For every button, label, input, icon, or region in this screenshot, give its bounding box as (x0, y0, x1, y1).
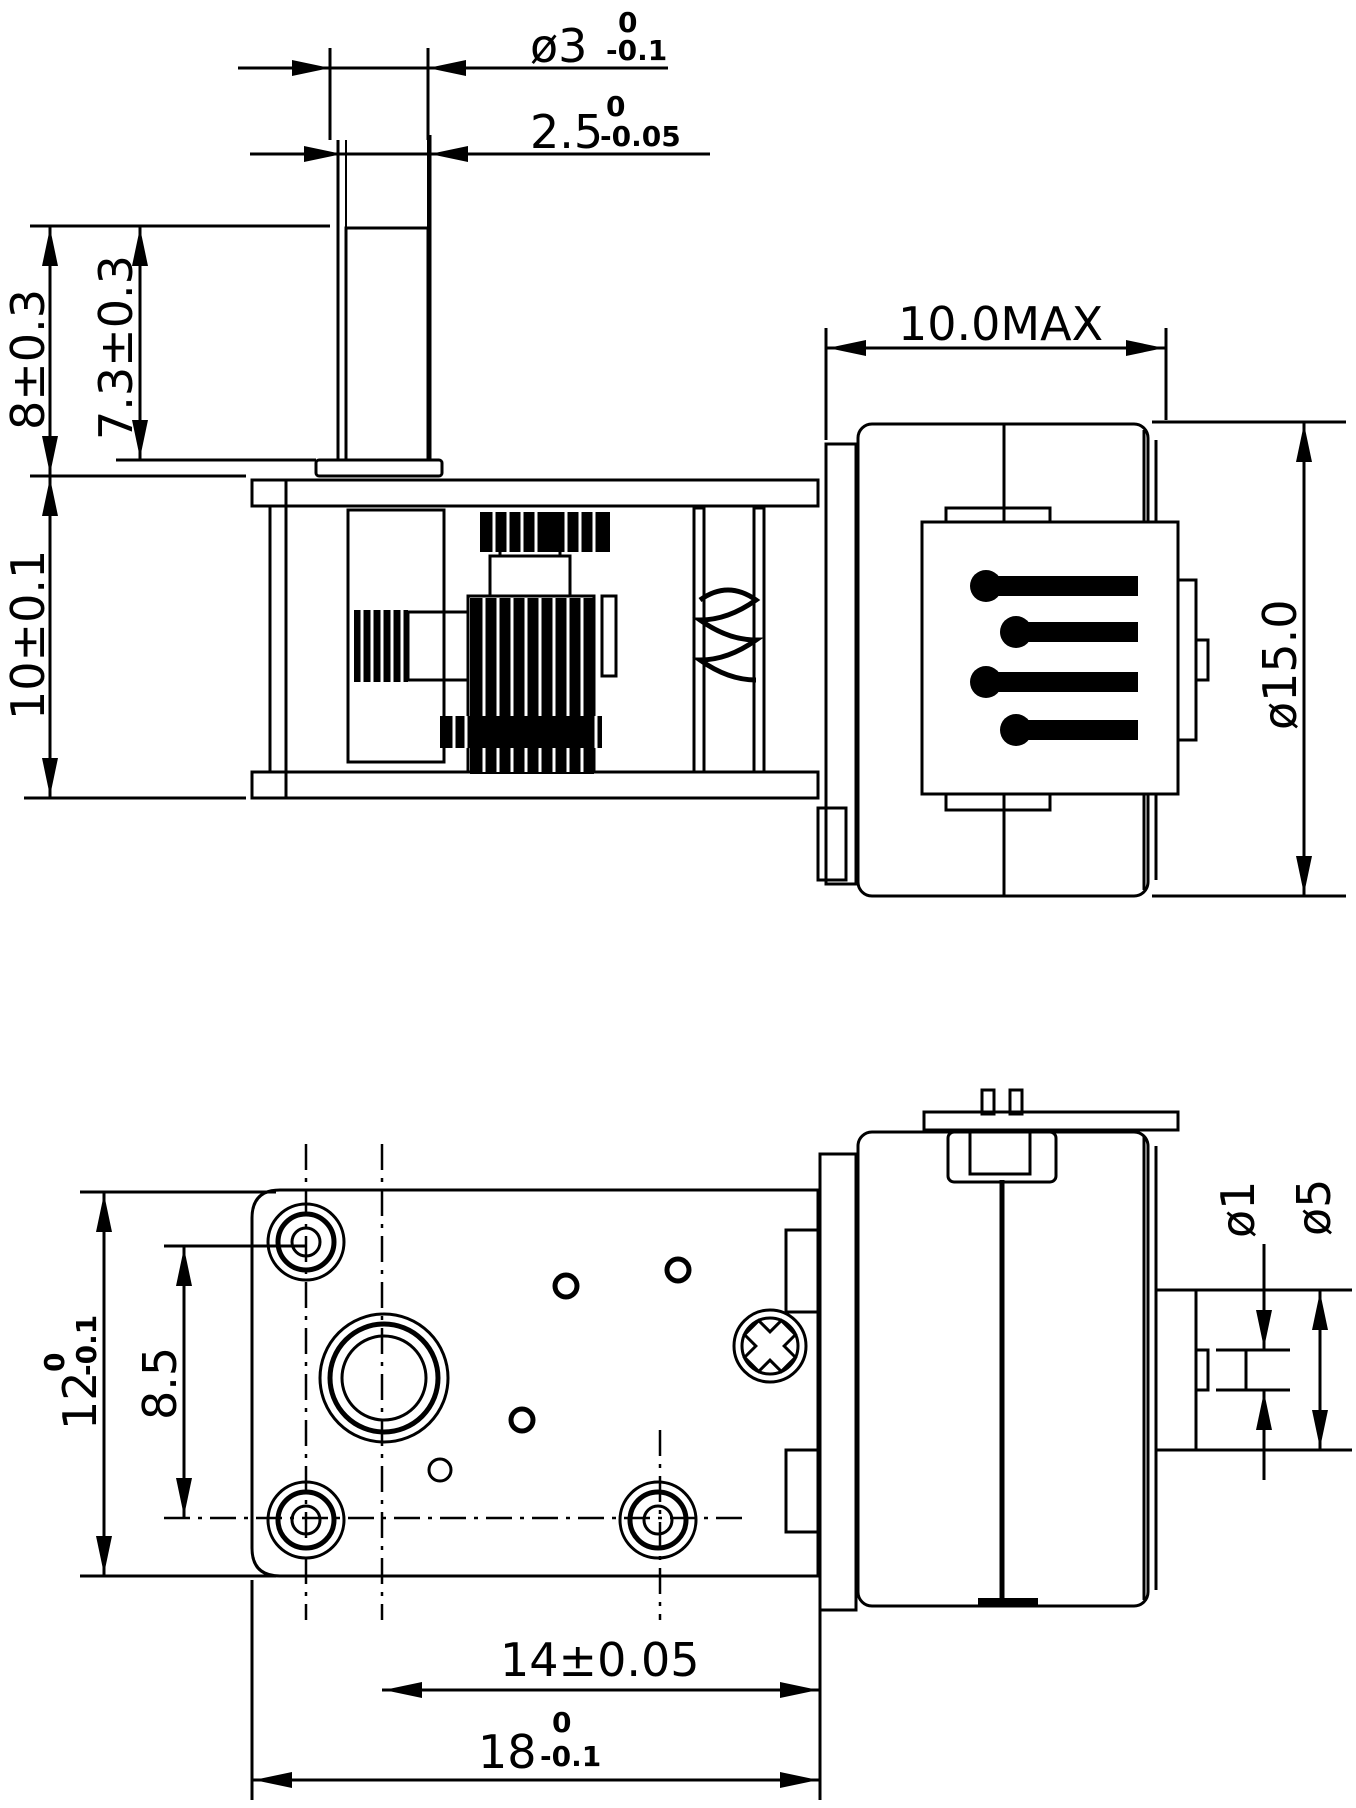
motor-dia-text: ø15.0 (1253, 599, 1307, 730)
dim-hole-span: 8.5 (133, 1246, 192, 1518)
gear-train (346, 506, 766, 774)
gearbox-bottom-plate (250, 770, 820, 800)
shaft-length-text: 8±0.3 (1, 289, 55, 430)
hole-span-text: 8.5 (133, 1347, 187, 1420)
side-view: ø3 0 -0.1 2.5 0 -0.05 8±0.3 7.3±0.3 (1, 6, 1346, 898)
terminal-board (920, 520, 1180, 796)
gearbox-top-plate (250, 478, 820, 508)
dim-flat-width: 2.5 0 -0.05 (250, 90, 710, 162)
boss-small-text: ø1 (1211, 1181, 1265, 1238)
dim-gearbox-height: 10±0.1 (1, 476, 246, 800)
dim-motor-dia: ø15.0 (1152, 420, 1346, 898)
gearbox-face (250, 1188, 820, 1578)
dim-shaft-dia: ø3 0 -0.1 (238, 6, 668, 140)
output-bushing (318, 1312, 450, 1444)
motor-body (816, 422, 1210, 898)
length-18-text: 18 (478, 1725, 537, 1779)
svg-text:0: 0 (606, 90, 625, 123)
dim-motor-length: 10.0MAX (824, 297, 1168, 440)
svg-text:0: 0 (38, 1353, 71, 1372)
svg-text:-0.1: -0.1 (70, 1315, 103, 1376)
dim-shaft-length: 8±0.3 7.3±0.3 (1, 224, 330, 478)
svg-text:-0.1: -0.1 (606, 34, 667, 67)
hole-dist-text: 14±0.05 (500, 1633, 700, 1687)
svg-text:0: 0 (552, 1706, 571, 1739)
dim-length-18: 18 0 -0.1 (250, 1580, 820, 1800)
flat-length-text: 7.3±0.3 (89, 255, 143, 440)
front-view: 12 0 -0.1 8.5 14±0.05 18 0 -0.1 (38, 1088, 1352, 1800)
motor-length-text: 10.0MAX (898, 297, 1103, 351)
gearbox-height-text: 10±0.1 (1, 550, 55, 720)
screw-head (732, 1308, 808, 1384)
dim-width-12: 12 0 -0.1 (38, 1190, 276, 1578)
dim-hole-dist: 14±0.05 (382, 1580, 822, 1800)
svg-text:-0.1: -0.1 (540, 1740, 601, 1773)
boss-large-text: ø5 (1287, 1179, 1341, 1236)
terminal-pins (970, 570, 1138, 746)
svg-text:0: 0 (618, 6, 637, 39)
dim-boss: ø1 ø5 (1160, 1179, 1352, 1480)
motor-body-front (818, 1088, 1210, 1612)
flat-width-text: 2.5 (530, 105, 603, 159)
shaft-dia-text: ø3 (530, 19, 587, 73)
width-12-text: 12 (53, 1371, 107, 1430)
svg-text:-0.05: -0.05 (600, 120, 681, 153)
output-shaft (344, 226, 430, 462)
